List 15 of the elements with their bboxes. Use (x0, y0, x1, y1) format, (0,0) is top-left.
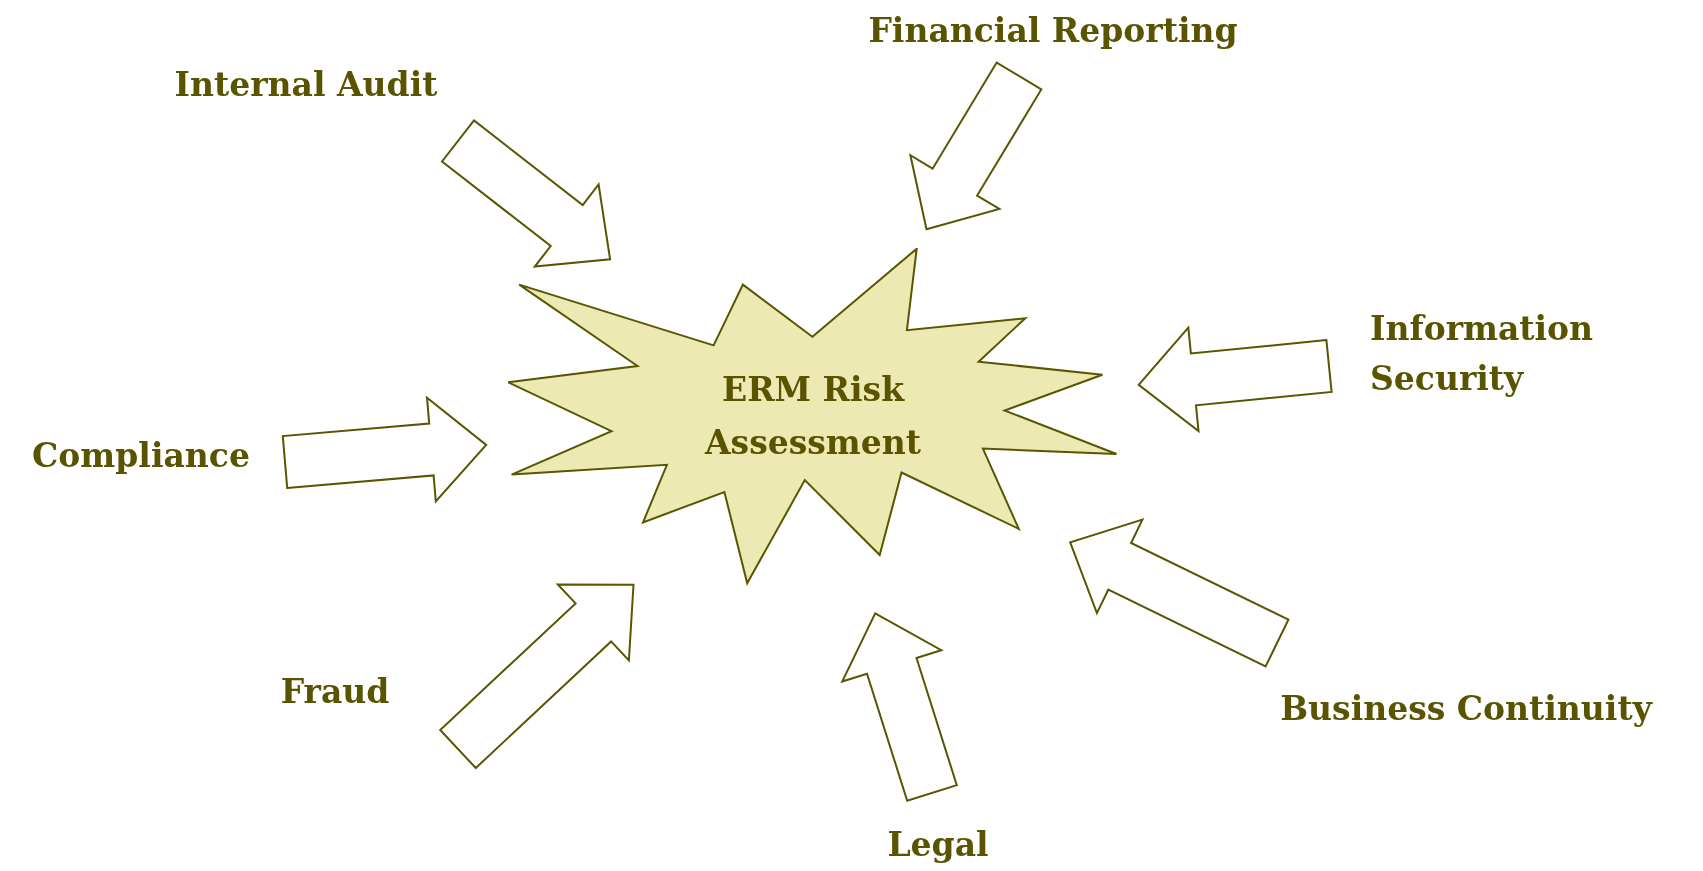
category-label: Financial Reporting (868, 6, 1238, 56)
node-label: ERM Risk Assessment (703, 369, 923, 464)
block-arrow (281, 395, 488, 504)
block-arrow (840, 612, 959, 803)
block-arrow (1068, 517, 1290, 668)
category-label: Business Continuity (1280, 684, 1652, 734)
block-arrow (438, 583, 635, 770)
category-label: Internal Audit (174, 60, 438, 110)
category-label: Compliance (32, 431, 250, 481)
category-label: Legal (887, 820, 989, 870)
category-label: Information Security (1370, 303, 1670, 403)
category-label: Fraud (280, 667, 390, 717)
block-arrow (440, 119, 612, 268)
block-arrow (908, 61, 1043, 231)
block-arrow (1137, 325, 1333, 434)
